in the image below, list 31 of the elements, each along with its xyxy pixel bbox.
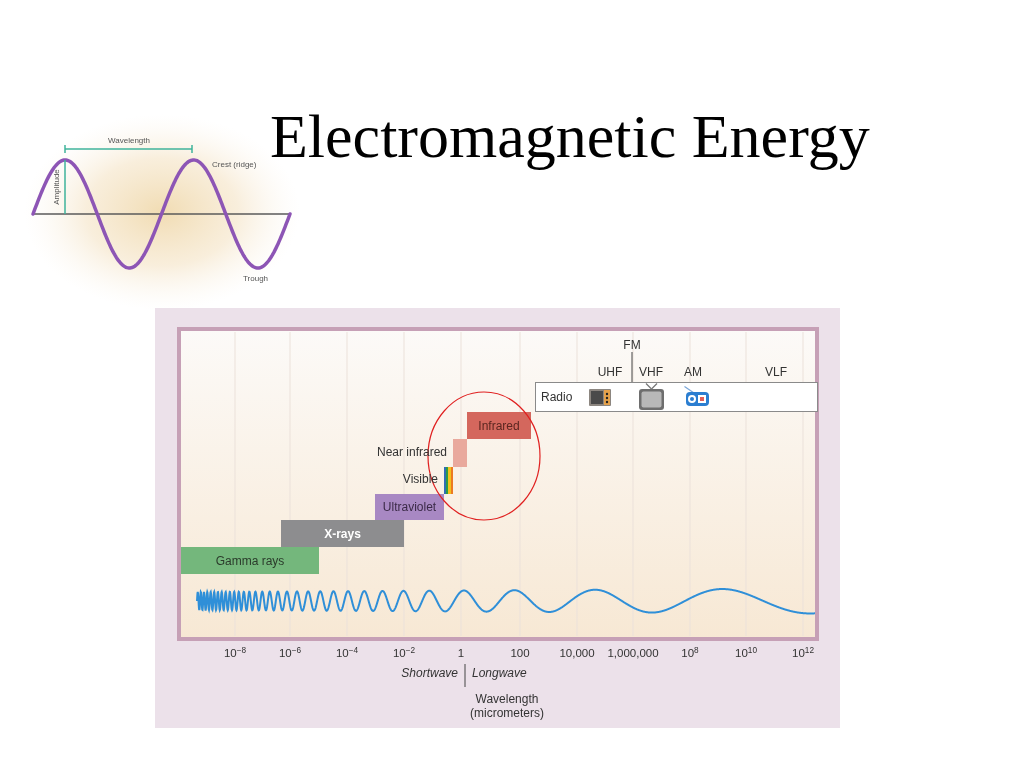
band-label: UHF: [597, 365, 623, 379]
band-label: AM: [684, 365, 702, 379]
band-label: FM: [623, 338, 641, 352]
tick-label: 100: [510, 647, 530, 661]
dimension-label: Wavelength: [108, 136, 150, 146]
tick-label: 10$^{−8}$: [223, 647, 247, 661]
tick-label: 10,000: [559, 647, 595, 661]
wave-label: Trough: [243, 274, 269, 284]
band-label: VLF: [765, 365, 787, 379]
axis-note: Shortwave: [401, 667, 458, 681]
wave-label: Crest (ridge): [212, 160, 257, 170]
tick-label: 10$^{12}$: [792, 647, 814, 661]
spectrum-band: Gamma rays: [181, 547, 319, 574]
tick-label: 10$^{−4}$: [335, 647, 359, 661]
axis-note: Longwave: [472, 667, 527, 681]
spectrum-band: [444, 467, 453, 494]
spectrum-band: X-rays: [281, 520, 404, 547]
dimension-label: Amplitude: [52, 169, 62, 205]
band-label: Radio: [541, 390, 573, 404]
tick-label: 10$^{10}$: [735, 647, 757, 661]
spectrum-band: Ultraviolet: [375, 494, 444, 520]
radio-band: [535, 382, 818, 412]
spectrum-band: [453, 439, 467, 467]
axis-title: Wavelength (micrometers): [469, 693, 545, 721]
band-label: VHF: [639, 365, 663, 379]
tick-label: 10$^{−6}$: [278, 647, 302, 661]
tick-label: 1: [457, 647, 465, 661]
tick-label: 10$^{−2}$: [392, 647, 416, 661]
tick-label: 1,000,000: [607, 647, 659, 661]
tick-label: 10$^{8}$: [681, 647, 699, 661]
spectrum-band: Infrared: [467, 412, 531, 439]
